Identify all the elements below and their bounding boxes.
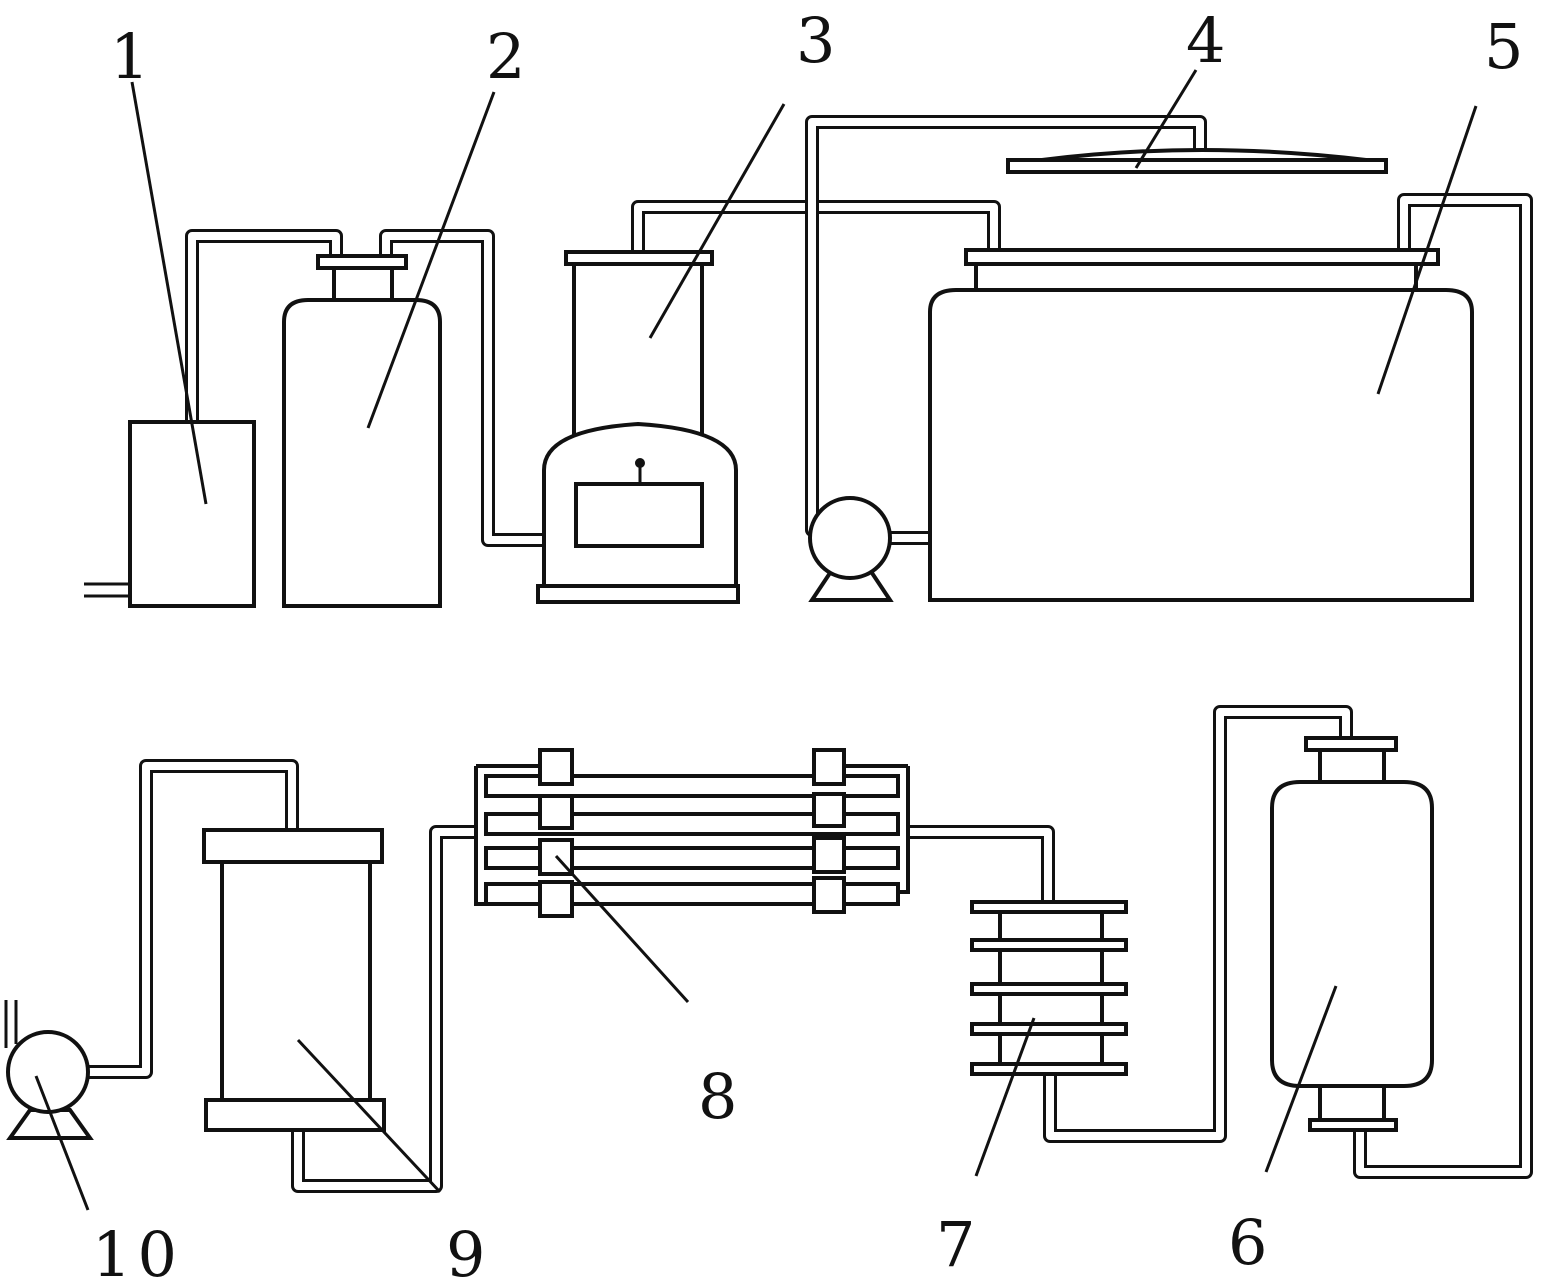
leader-5 [1376, 105, 1478, 395]
component-10-pump [6, 1030, 94, 1140]
component-6-vessel [1270, 736, 1434, 1132]
label-4: 4 [1186, 4, 1225, 77]
label-2: 2 [486, 20, 525, 93]
label-1: 1 [110, 20, 149, 93]
leader-1 [130, 81, 208, 505]
component-3-heater [536, 250, 740, 604]
component-7-plate-stack [970, 900, 1128, 1076]
pipe-10-outlet [4, 1000, 18, 1048]
leader-10 [34, 1075, 90, 1211]
label-10: 10 [92, 1218, 183, 1286]
pump-upper [808, 496, 894, 602]
pipe-7-to-8 [901, 825, 1055, 907]
leader-8 [554, 854, 690, 1004]
pipe-1-to-2 [185, 229, 343, 429]
leader-7 [974, 1017, 1036, 1177]
pipe-pump-to-4 [805, 115, 1207, 537]
pipe-6-to-7 [1043, 705, 1353, 1143]
label-7: 7 [936, 1208, 975, 1281]
pipe-2-to-3 [379, 229, 553, 547]
label-3: 3 [796, 4, 835, 77]
label-9: 9 [446, 1218, 485, 1286]
pipe-9-to-10 [43, 759, 299, 1079]
label-5: 5 [1484, 10, 1523, 83]
component-1-box [84, 420, 256, 608]
callout-numbers: 1 2 3 4 5 6 7 8 9 10 [92, 4, 1523, 1286]
leader-3 [648, 103, 786, 339]
label-6: 6 [1228, 1206, 1267, 1279]
component-5-tank [928, 248, 1474, 602]
leader-9 [296, 1038, 442, 1194]
leader-6 [1264, 985, 1338, 1173]
label-8: 8 [698, 1060, 737, 1133]
leader-lines [34, 69, 1478, 1211]
component-2-cylinder [282, 254, 442, 608]
component-4-cover [1006, 148, 1388, 174]
pipe-5-to-6 [1353, 193, 1533, 1179]
leader-4 [1134, 69, 1198, 169]
component-9-column [202, 828, 386, 1132]
component-8-tube-bank [474, 748, 910, 918]
leader-2 [366, 91, 496, 429]
